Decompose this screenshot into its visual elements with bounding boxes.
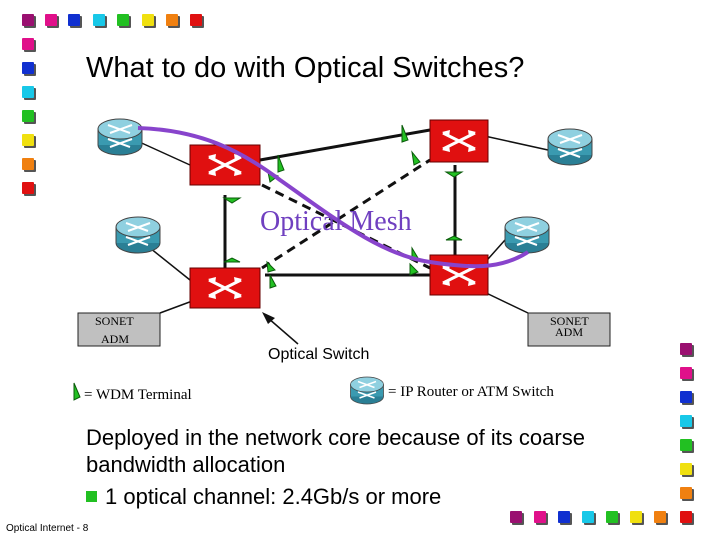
legend-wdm-terminal: = WDM Terminal xyxy=(84,387,192,403)
router-mid-right xyxy=(504,216,550,254)
optical-switch-arrow xyxy=(262,312,299,345)
optical-switch-top-left xyxy=(189,144,261,186)
sonet-adm-left-box xyxy=(77,312,161,347)
router-cylinder-icon xyxy=(349,376,385,405)
optical-switch-bottom-right xyxy=(429,254,489,296)
bullet-sub-text: 1 optical channel: 2.4Gb/s or more xyxy=(105,484,442,509)
slide-title: What to do with Optical Switches? xyxy=(86,52,525,84)
sonet-adm-left-line2: ADM xyxy=(101,332,130,346)
slide-footer: Optical Internet - 8 xyxy=(6,523,89,534)
router-top-left xyxy=(97,118,143,156)
sonet-adm-right-line2: ADM xyxy=(555,325,584,339)
optical-path xyxy=(137,126,530,269)
optical-switch-label: Optical Switch xyxy=(268,346,370,363)
sonet-adm-right-box xyxy=(527,312,611,347)
optical-mesh-label: Optical Mesh xyxy=(260,206,412,237)
green-wedge-icon xyxy=(73,382,81,401)
sonet-adm-left-line1: SONET xyxy=(95,314,134,328)
bullet-main: Deployed in the network core because of … xyxy=(86,425,585,477)
optical-switch-bottom-left xyxy=(189,267,261,309)
sonet-adm-right-line1: SONET xyxy=(550,314,589,328)
router-top-right xyxy=(547,128,593,166)
legend-ip-router: = IP Router or ATM Switch xyxy=(388,384,554,400)
router-mid-left xyxy=(115,216,161,254)
bullet-square-icon xyxy=(86,491,97,502)
optical-switch-top-right xyxy=(429,119,489,163)
bullet-sub: 1 optical channel: 2.4Gb/s or more xyxy=(86,484,441,510)
